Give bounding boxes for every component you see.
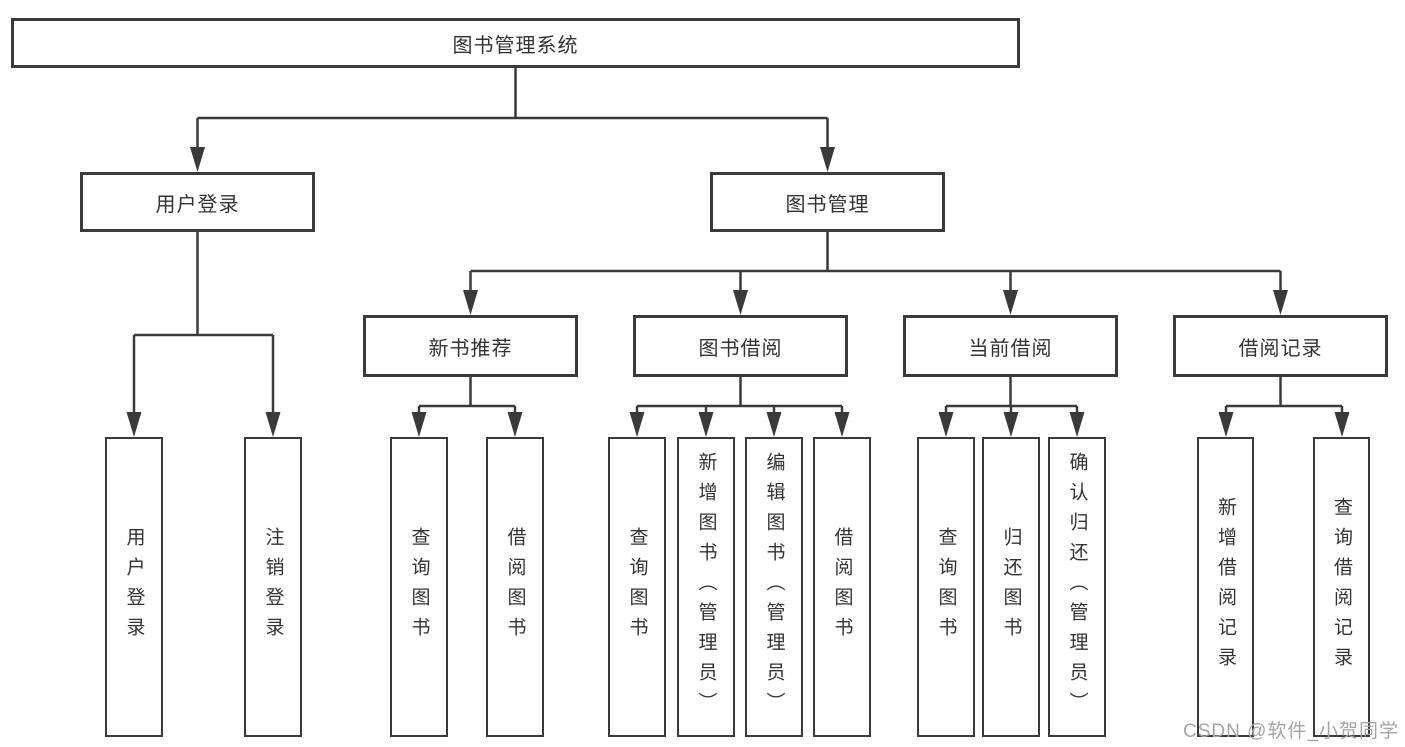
node-label: 借阅记录: [1238, 337, 1323, 360]
node-label: 编辑图书（管理员）: [763, 452, 785, 722]
node-book-borrowing: 图书借阅: [633, 315, 848, 377]
leaf-query-books-borrowing: 查询图书: [608, 437, 666, 737]
node-label: 图书管理系统: [452, 34, 579, 57]
node-label: 新增借阅记录: [1215, 497, 1236, 677]
node-label: 新书推荐: [428, 337, 513, 360]
node-label: 查询图书: [408, 527, 430, 647]
leaf-query-books-recommend: 查询图书: [390, 437, 448, 737]
connector-lines: [132, 68, 1344, 415]
leaf-add-book-admin: 新增图书（管理员）: [677, 437, 735, 737]
node-label: 查询图书: [935, 527, 957, 647]
node-label: 借阅图书: [504, 527, 526, 647]
node-label: 确认归还（管理员）: [1066, 452, 1088, 722]
node-book-management: 图书管理: [710, 172, 945, 232]
node-root-system: 图书管理系统: [11, 18, 1020, 68]
node-new-book-recommend: 新书推荐: [363, 315, 578, 377]
node-label: 归还图书: [1000, 527, 1022, 647]
leaf-edit-book-admin: 编辑图书（管理员）: [745, 437, 803, 737]
leaf-add-borrow-record: 新增借阅记录: [1197, 437, 1254, 737]
node-current-borrowing: 当前借阅: [903, 315, 1118, 377]
node-label: 图书借阅: [698, 337, 783, 360]
node-label: 新增图书（管理员）: [695, 452, 717, 722]
leaf-borrow-books-recommend: 借阅图书: [486, 437, 544, 737]
node-label: 图书管理: [785, 193, 870, 216]
leaf-user-login: 用户登录: [105, 437, 163, 737]
leaf-borrow-books: 借阅图书: [813, 437, 871, 737]
node-user-login: 用户登录: [80, 172, 315, 232]
node-label: 当前借阅: [968, 337, 1053, 360]
leaf-logout: 注销登录: [244, 437, 302, 737]
arrowhead-icons: [126, 147, 1350, 437]
node-label: 注销登录: [262, 527, 284, 647]
leaf-confirm-return-admin: 确认归还（管理员）: [1048, 437, 1106, 737]
node-label: 查询借阅记录: [1331, 497, 1352, 677]
leaf-return-books: 归还图书: [982, 437, 1040, 737]
leaf-query-books-current: 查询图书: [917, 437, 975, 737]
node-label: 查询图书: [626, 527, 648, 647]
watermark-text: CSDN @软件_小贺同学: [1183, 721, 1399, 742]
node-label: 借阅图书: [831, 527, 853, 647]
node-label: 用户登录: [155, 193, 240, 216]
node-borrow-records: 借阅记录: [1173, 315, 1388, 377]
node-label: 用户登录: [123, 527, 145, 647]
leaf-query-borrow-record: 查询借阅记录: [1313, 437, 1370, 737]
